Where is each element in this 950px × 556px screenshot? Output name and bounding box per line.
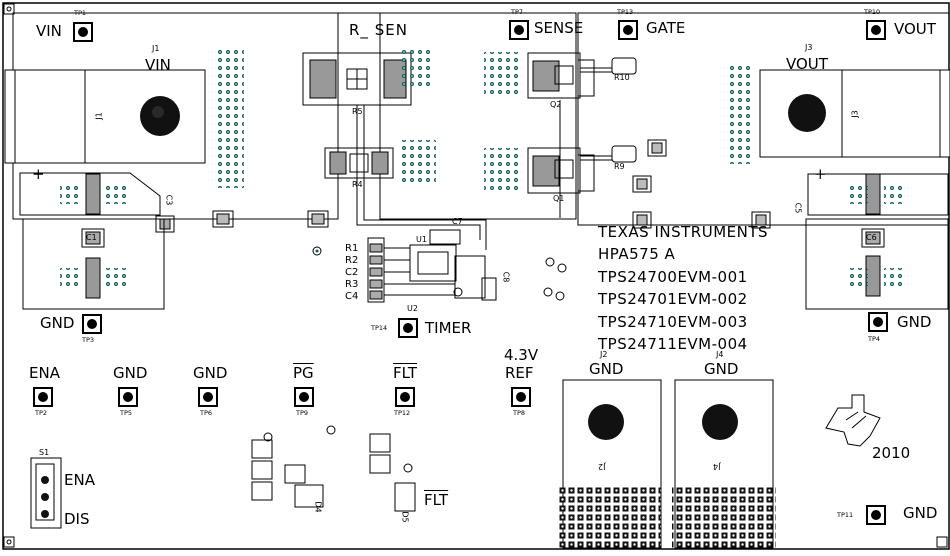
board-info-block: TEXAS INSTRUMENTS HPA575 A TPS24700EVM-0… <box>598 221 768 355</box>
c6-label: C6 <box>866 233 877 242</box>
flt-led-label: FLT <box>424 491 449 509</box>
j2-ref-label: J2 <box>600 350 608 359</box>
tp2-label: TP2 <box>35 409 48 417</box>
r1-label: R1 <box>345 243 359 254</box>
plus-left-marker: + <box>32 165 45 183</box>
test-point-tp9[interactable] <box>294 387 314 407</box>
j4-mark-label: J4 <box>713 462 721 471</box>
q2-label: Q2 <box>550 100 562 109</box>
u2-label: U2 <box>407 304 418 313</box>
test-point-tp11[interactable] <box>866 505 886 525</box>
tp7-label: TP7 <box>511 8 524 16</box>
test-point-tp12[interactable] <box>395 387 415 407</box>
company-name: TEXAS INSTRUMENTS <box>598 223 769 241</box>
flt-label: FLT <box>393 364 418 382</box>
c3-label: C3 <box>164 194 174 206</box>
tp6-label: TP6 <box>200 409 213 417</box>
test-point-tp5[interactable] <box>118 387 138 407</box>
gate-label: GATE <box>646 19 686 37</box>
gnd-tp6-label: GND <box>193 364 228 382</box>
tp5-label: TP5 <box>120 409 133 417</box>
j3-mark-label: J3 <box>850 110 860 118</box>
c2-label: C2 <box>345 267 359 278</box>
c5-label: C5 <box>793 202 803 214</box>
evm-line-4: TPS24711EVM-004 <box>598 335 748 354</box>
j1-name-label: VIN <box>145 56 171 74</box>
ref-label: REF <box>505 364 534 382</box>
test-point-tp10[interactable] <box>866 20 886 40</box>
tp10-label: TP10 <box>864 8 881 16</box>
j2-mark-label: J2 <box>598 462 606 471</box>
tp12-label: TP12 <box>394 409 411 417</box>
tp14-label: TP14 <box>371 324 388 332</box>
test-point-tp6[interactable] <box>198 387 218 407</box>
gnd-right-label: GND <box>897 313 932 331</box>
evm-line-2: TPS24701EVM-002 <box>598 290 748 309</box>
tp3-label: TP3 <box>82 336 95 344</box>
j4-name-label: GND <box>704 360 739 378</box>
gnd-tp11-label: GND <box>903 504 938 522</box>
j3-name-label: VOUT <box>786 55 828 73</box>
s1-dis-label: DIS <box>64 510 90 528</box>
vout-label: VOUT <box>894 20 936 38</box>
gnd-tp5-label: GND <box>113 364 148 382</box>
pg-label: PG <box>293 364 314 382</box>
j1-mark-label: J1 <box>94 112 104 120</box>
r9-label: R9 <box>614 162 625 171</box>
test-point-tp4[interactable] <box>868 312 888 332</box>
sense-label: SENSE <box>534 19 584 37</box>
j4-ref-label: J4 <box>716 350 724 359</box>
ref-voltage-label: 4.3V <box>504 346 539 364</box>
c1-label: C1 <box>86 233 97 242</box>
test-point-tp3[interactable] <box>82 314 102 334</box>
s1-label: S1 <box>39 448 50 457</box>
timer-label: TIMER <box>425 319 472 337</box>
test-point-tp1[interactable] <box>73 22 93 42</box>
r10-label: R10 <box>614 73 630 82</box>
c8-label: C8 <box>501 271 511 283</box>
plus-right-marker: + <box>814 165 827 183</box>
j1-ref-label: J1 <box>152 44 160 53</box>
test-point-tp14[interactable] <box>398 318 418 338</box>
r4-label: R4 <box>352 180 363 189</box>
test-point-tp13[interactable] <box>618 20 638 40</box>
j2-name-label: GND <box>589 360 624 378</box>
tp11-label: TP11 <box>837 511 854 519</box>
d5-label: D5 <box>400 511 410 523</box>
r2-label: R2 <box>345 255 359 266</box>
test-point-tp7[interactable] <box>509 20 529 40</box>
tp1-label: TP1 <box>74 9 87 17</box>
r-sen-label: R_ SEN <box>349 21 408 39</box>
s1-ena-label: ENA <box>64 471 95 489</box>
tp4-label: TP4 <box>868 335 881 343</box>
q1-label: Q1 <box>553 194 565 203</box>
c7-label: C7 <box>452 217 463 226</box>
year-label: 2010 <box>872 444 911 462</box>
assembly-number: HPA575 A <box>598 245 676 264</box>
u1-label: U1 <box>416 235 427 244</box>
j3-ref-label: J3 <box>805 43 813 52</box>
tp9-label: TP9 <box>296 409 309 417</box>
tp8-label: TP8 <box>513 409 526 417</box>
c4-label: C4 <box>345 291 359 302</box>
gnd-left-label: GND <box>40 314 75 332</box>
tp13-label: TP13 <box>617 8 634 16</box>
vin-label: VIN <box>36 22 62 40</box>
ena-label: ENA <box>29 364 60 382</box>
evm-line-3: TPS24710EVM-003 <box>598 312 748 331</box>
r3-label: R3 <box>345 279 359 290</box>
d4-label: D4 <box>313 501 323 513</box>
r5-label: R5 <box>352 107 363 116</box>
evm-line-1: TPS24700EVM-001 <box>598 267 748 286</box>
test-point-tp8[interactable] <box>511 387 531 407</box>
test-point-tp2[interactable] <box>33 387 53 407</box>
